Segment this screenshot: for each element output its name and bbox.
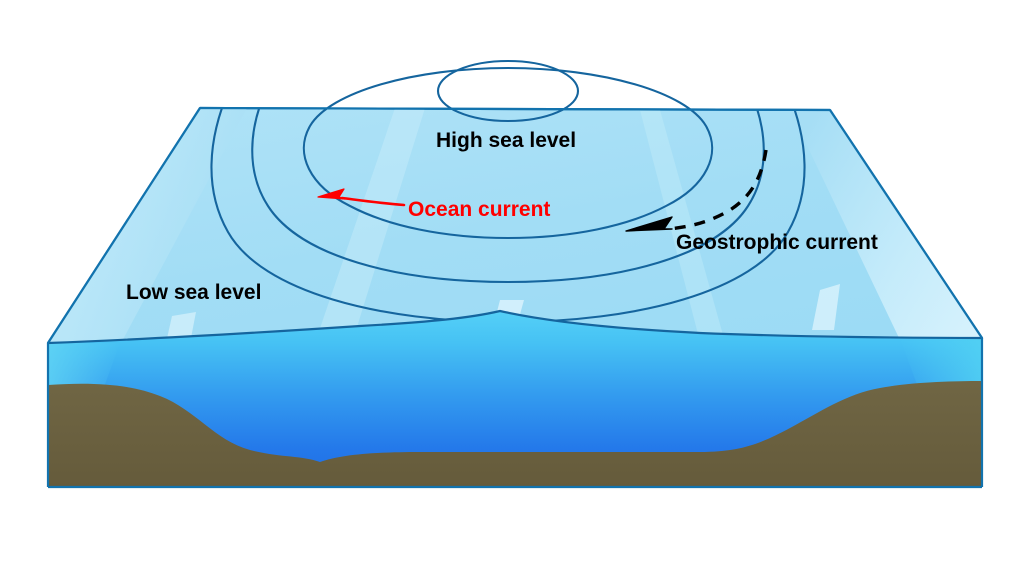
block-outline [46, 106, 984, 489]
seafloor-cross-section [48, 381, 982, 487]
geostrophic-current-arrow [625, 149, 768, 232]
label-geostrophic-current: Geostrophic current [676, 231, 878, 254]
geostrophic-current-arrow-shaft [667, 149, 768, 231]
water-body-shape [48, 311, 982, 487]
ocean-current-arrow-shaft [340, 196, 406, 207]
label-low-sea-level: Low sea level [126, 281, 261, 304]
top-highlight-left-glint [166, 312, 196, 343]
contour-third-group [251, 108, 765, 284]
top-left-bevel [48, 108, 247, 343]
contour-inner [436, 59, 580, 123]
waterline-front-edge [47, 309, 983, 345]
top-highlight-right-glint [812, 284, 840, 330]
label-high-sea-level: High sea level [436, 129, 576, 152]
label-ocean-current: Ocean current [408, 198, 550, 221]
block-top-back-edge [199, 106, 831, 112]
contour-third [251, 108, 765, 284]
ocean-current-arrow [317, 188, 406, 207]
sea-surface-top-plane [46, 106, 984, 345]
water-cross-section [47, 309, 983, 487]
geostrophic-current-arrow-head [625, 216, 673, 232]
top-highlight-streak-left [315, 108, 425, 343]
top-plane-highlights [48, 108, 982, 343]
top-right-bevel [790, 110, 982, 340]
seafloor-shape [48, 381, 982, 487]
block-top-right-edge [829, 109, 983, 339]
block-top-left-edge [47, 107, 201, 344]
ocean-current-arrow-head [317, 188, 346, 200]
contour-second [302, 66, 714, 240]
